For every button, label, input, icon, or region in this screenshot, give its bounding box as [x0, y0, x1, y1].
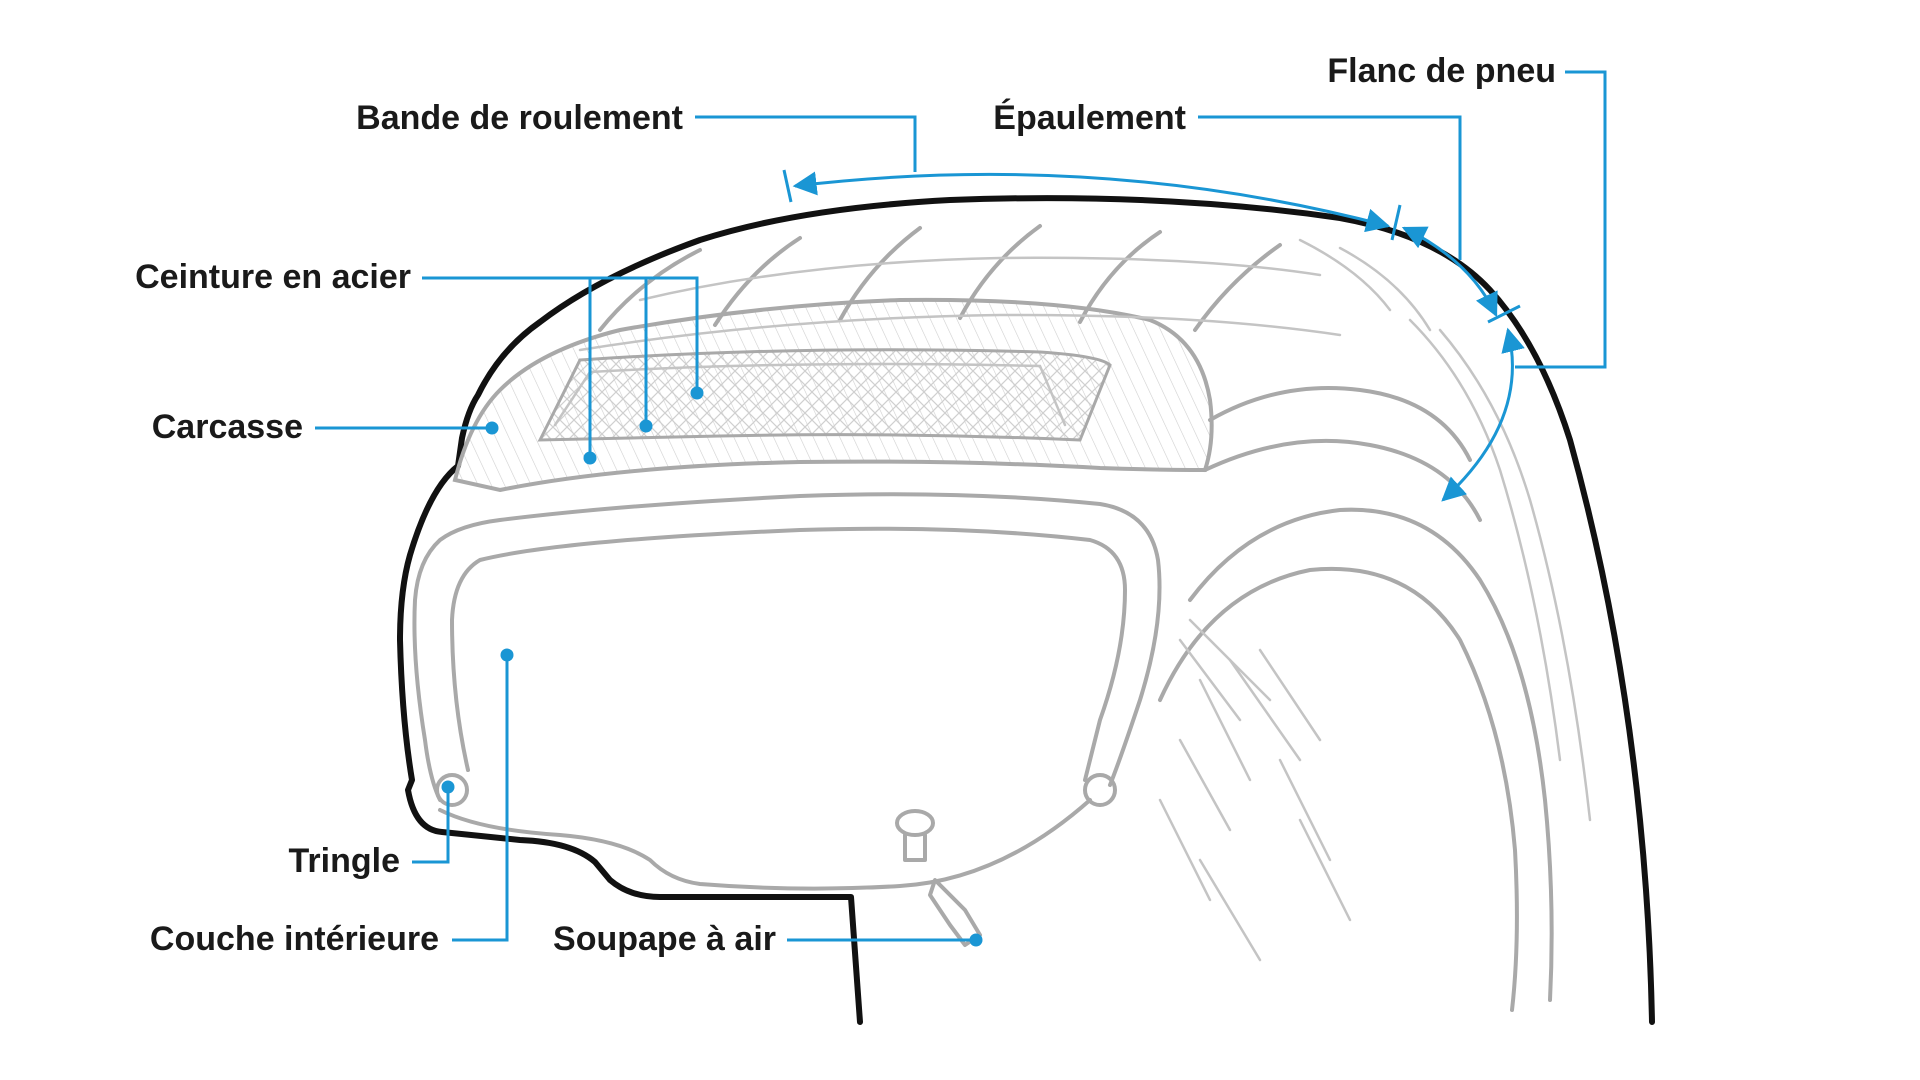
- tread-tick-right: [1390, 204, 1402, 241]
- belt-inner-line: [553, 362, 1067, 427]
- shoulder-tick: [1487, 304, 1521, 324]
- wheel-spokes: [1158, 618, 1352, 962]
- shoulder-leader: [1198, 115, 1462, 260]
- inner-cavity-outline: [412, 492, 1162, 802]
- steel-belt-label: Ceinture en acier: [135, 258, 411, 296]
- tread-dimension-arc: [792, 171, 1391, 233]
- steel-belt-dot-3: [690, 386, 704, 400]
- tread-label: Bande de roulement: [356, 99, 683, 137]
- steel-belt-leader: [422, 276, 699, 393]
- tire-outer-outline: [397, 195, 1655, 1025]
- leader-lines: [315, 70, 1607, 947]
- tread-leader: [695, 115, 917, 172]
- steel-belt-layers: [537, 348, 1112, 442]
- valve-label: Soupape à air: [553, 920, 776, 958]
- valve-stem-icon: [895, 809, 982, 947]
- bead-dot: [441, 780, 455, 794]
- left-bead-ring: [435, 773, 469, 807]
- shoulder-dimension-arc: [1401, 226, 1498, 318]
- steel-belt-dot-2: [639, 419, 653, 433]
- rim-base: [438, 798, 1092, 891]
- liner-inner-edge: [450, 526, 1127, 782]
- right-bead-ring: [1083, 773, 1117, 807]
- sidewall-label: Flanc de pneu: [1327, 52, 1556, 90]
- sidewall-dimension-arc: [1441, 327, 1525, 502]
- tire-body: [397, 195, 1655, 1025]
- valve-dot: [969, 933, 983, 947]
- tread-tick-left: [782, 169, 793, 203]
- carcass-label: Carcasse: [152, 408, 303, 446]
- inner-liner-dot: [500, 648, 514, 662]
- sidewall-leader: [1515, 70, 1607, 369]
- shoulder-label: Épaulement: [993, 99, 1186, 137]
- bead-leader: [412, 787, 450, 864]
- labels: Bande de roulement Épaulement Flanc de p…: [135, 52, 1556, 958]
- sidewall-curves: [1158, 318, 1592, 1012]
- tread-grooves: [578, 224, 1432, 352]
- inner-liner-leader: [452, 655, 509, 942]
- bead-label: Tringle: [289, 842, 400, 880]
- inner-liner-label: Couche intérieure: [150, 920, 439, 958]
- carcass-dot: [485, 421, 499, 435]
- steel-belt-dot-1: [583, 451, 597, 465]
